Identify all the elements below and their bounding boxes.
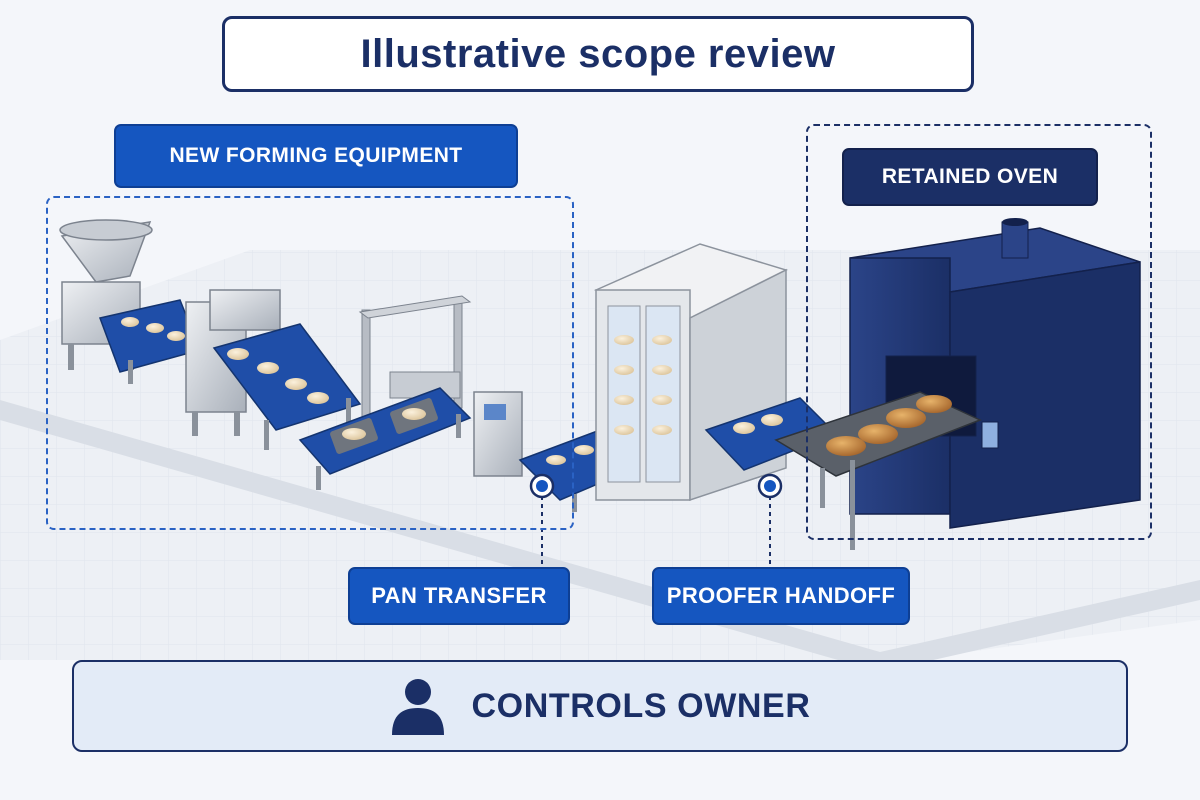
- page-title: Illustrative scope review: [222, 16, 974, 92]
- panning-conveyor: [298, 387, 472, 490]
- forming-zone-boundary: [46, 196, 574, 530]
- pan-transfer-marker: [529, 473, 555, 566]
- proofer-handoff-label: PROOFER HANDOFF: [652, 567, 910, 625]
- controls-owner-label: CONTROLS OWNER: [471, 686, 811, 725]
- control-cabinet: [473, 391, 523, 477]
- proofer-handoff-marker: [757, 473, 783, 566]
- person-icon: [391, 679, 444, 735]
- oven-zone-boundary: [806, 124, 1152, 540]
- oven-belt: [774, 391, 982, 550]
- pan-transfer-label: PAN TRANSFER: [348, 567, 570, 625]
- retained-oven-label: RETAINED OVEN: [842, 148, 1098, 206]
- forming-equipment-label: NEW FORMING EQUIPMENT: [114, 124, 518, 188]
- moulding-conveyor: [212, 323, 362, 450]
- oven: [849, 218, 1141, 529]
- infeed-conveyor: [98, 299, 202, 384]
- controls-owner-panel: CONTROLS OWNER: [72, 660, 1128, 752]
